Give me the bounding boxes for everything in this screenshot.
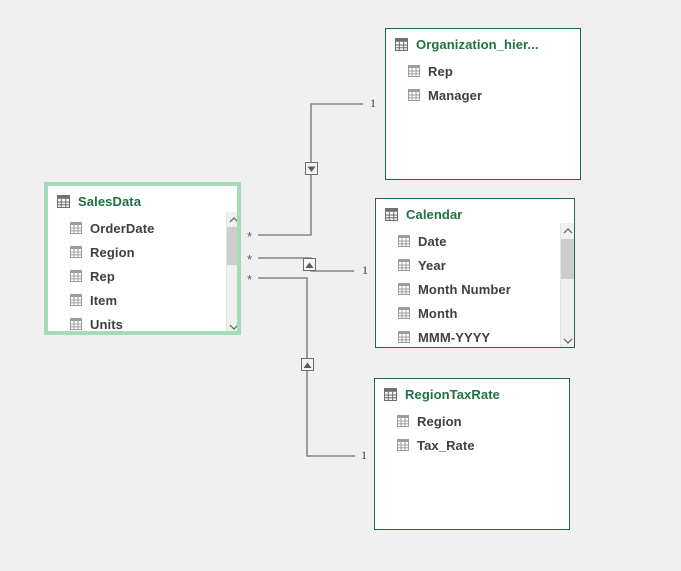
scrollbar-thumb[interactable] xyxy=(227,227,237,265)
field-name: Region xyxy=(417,413,462,429)
field-name: Tax_Rate xyxy=(417,437,475,453)
table-title: RegionTaxRate xyxy=(405,386,500,402)
field-name: Month xyxy=(418,305,458,321)
column-icon xyxy=(70,318,82,330)
chevron-down-icon[interactable] xyxy=(227,319,237,331)
field-name: Month Number xyxy=(418,281,511,297)
column-icon xyxy=(408,89,420,101)
table-icon xyxy=(385,207,398,221)
field-name: OrderDate xyxy=(90,220,155,236)
field-row[interactable]: Units xyxy=(48,312,237,332)
table-title: Organization_hier... xyxy=(416,36,539,52)
field-row[interactable]: Rep xyxy=(48,264,237,288)
field-name: Year xyxy=(418,257,446,273)
table-title: Calendar xyxy=(406,206,463,222)
chevron-up-icon[interactable] xyxy=(561,223,574,238)
field-name: Units xyxy=(90,316,123,332)
filter-direction-up-icon[interactable] xyxy=(301,358,314,371)
field-row[interactable]: Tax_Rate xyxy=(375,433,569,457)
field-name: Rep xyxy=(428,63,453,79)
relationship-paths xyxy=(258,103,363,457)
table-title: SalesData xyxy=(78,193,142,209)
field-name: MMM-YYYY xyxy=(418,329,491,345)
column-icon xyxy=(70,246,82,258)
field-name: Rep xyxy=(90,268,115,284)
table-header-salesdata[interactable]: SalesData xyxy=(48,186,237,216)
column-icon xyxy=(398,307,410,319)
column-icon xyxy=(397,415,409,427)
field-row[interactable]: Manager xyxy=(386,83,580,107)
table-header-organization_hierarchy[interactable]: Organization_hier... xyxy=(386,29,580,59)
column-icon xyxy=(397,439,409,451)
vertical-scrollbar-calendar[interactable] xyxy=(560,223,574,347)
field-row[interactable]: Month Number xyxy=(376,277,574,301)
cardinality-one-label: 1 xyxy=(361,448,367,462)
field-list-salesdata: OrderDate Region Rep Item Units xyxy=(48,216,237,332)
field-row[interactable]: Date xyxy=(376,229,574,253)
column-icon xyxy=(398,331,410,343)
table-header-calendar[interactable]: Calendar xyxy=(376,199,574,229)
filter-direction-up-icon[interactable] xyxy=(303,258,316,271)
column-icon xyxy=(398,235,410,247)
column-icon xyxy=(398,283,410,295)
cardinality-one-label: 1 xyxy=(362,263,368,277)
filter-direction-down-icon[interactable] xyxy=(305,162,318,175)
field-row[interactable]: Rep xyxy=(386,59,580,83)
table-header-regiontaxrate[interactable]: RegionTaxRate xyxy=(375,379,569,409)
field-list-regiontaxrate: Region Tax_Rate xyxy=(375,409,569,457)
field-name: Manager xyxy=(428,87,483,103)
chevron-up-icon[interactable] xyxy=(227,212,237,227)
field-row[interactable]: Year xyxy=(376,253,574,277)
table-card-calendar[interactable]: Calendar Date Year Month Number Month MM xyxy=(375,198,575,348)
cardinality-many-label: * xyxy=(247,229,253,244)
table-card-salesdata[interactable]: SalesData OrderDate Region Rep Item Unit xyxy=(44,182,241,335)
cardinality-one-label: 1 xyxy=(370,96,376,110)
field-row[interactable]: Month xyxy=(376,301,574,325)
table-card-regiontaxrate[interactable]: RegionTaxRate Region Tax_Rate xyxy=(374,378,570,530)
field-list-calendar: Date Year Month Number Month MMM-YYYY xyxy=(376,229,574,347)
chevron-down-icon[interactable] xyxy=(561,333,574,347)
column-icon xyxy=(408,65,420,77)
column-icon xyxy=(70,270,82,282)
field-name: Date xyxy=(418,233,447,249)
field-row[interactable]: Region xyxy=(375,409,569,433)
scrollbar-thumb[interactable] xyxy=(561,239,574,279)
column-icon xyxy=(70,294,82,306)
table-icon xyxy=(395,37,408,51)
vertical-scrollbar-salesdata[interactable] xyxy=(226,212,237,331)
field-name: Item xyxy=(90,292,118,308)
table-icon xyxy=(57,194,70,208)
column-icon xyxy=(398,259,410,271)
field-row[interactable]: MMM-YYYY xyxy=(376,325,574,347)
field-row[interactable]: Region xyxy=(48,240,237,264)
field-row[interactable]: Item xyxy=(48,288,237,312)
field-row[interactable]: OrderDate xyxy=(48,216,237,240)
field-list-organization_hierarchy: Rep Manager xyxy=(386,59,580,107)
cardinality-many-label: * xyxy=(247,252,253,267)
field-name: Region xyxy=(90,244,135,260)
table-icon xyxy=(384,387,397,401)
cardinality-many-label: * xyxy=(247,272,253,287)
column-icon xyxy=(70,222,82,234)
table-card-organization_hierarchy[interactable]: Organization_hier... Rep Manager xyxy=(385,28,581,180)
